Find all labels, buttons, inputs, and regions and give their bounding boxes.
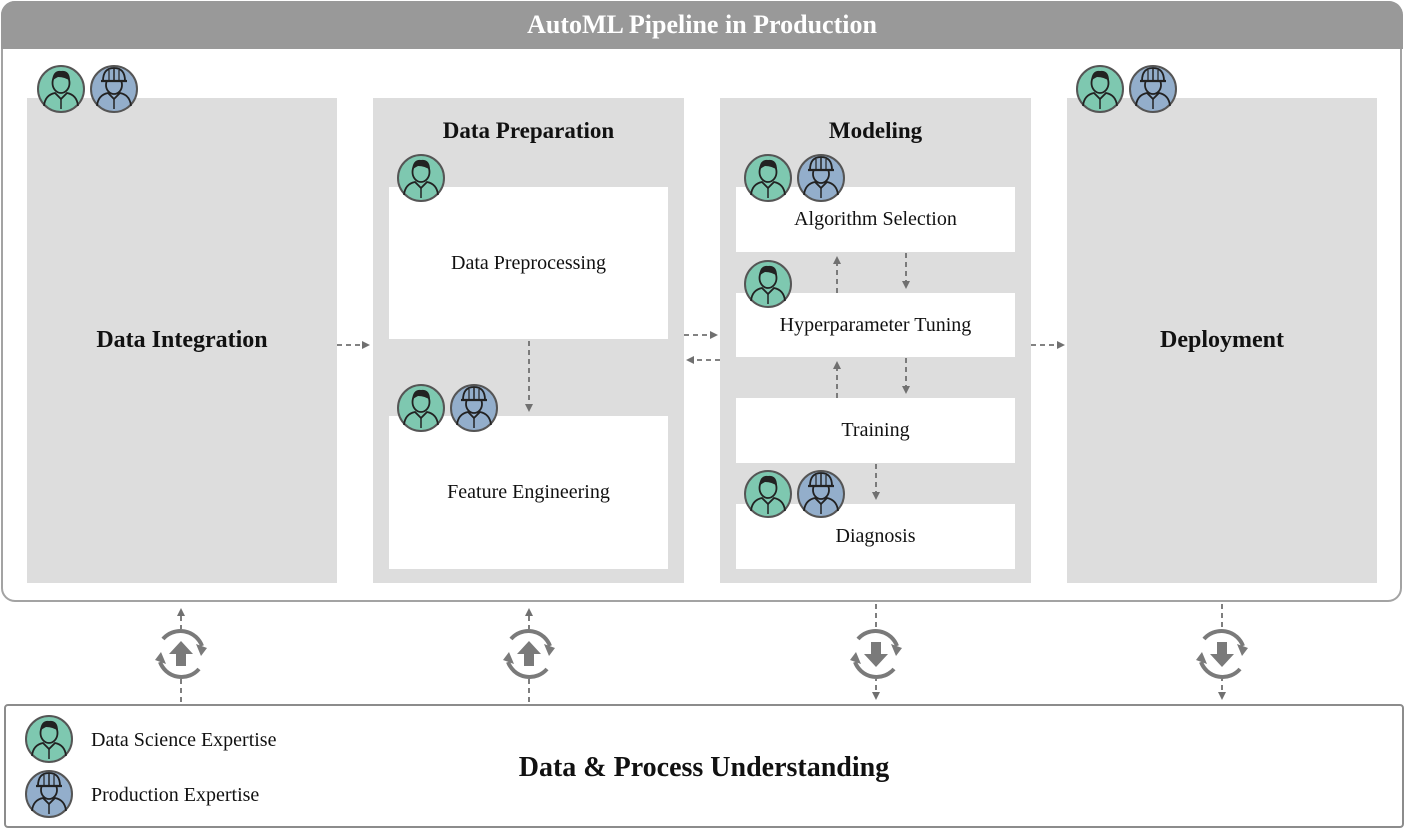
step-data-preprocessing: Data Preprocessing bbox=[389, 187, 668, 339]
production-expert-icon bbox=[449, 383, 499, 433]
legend-data-science-icon bbox=[25, 715, 73, 763]
data-science-expert-icon bbox=[397, 154, 445, 202]
data-science-expert-icon bbox=[397, 384, 445, 432]
cycle-down-icon bbox=[850, 629, 902, 679]
stage-data-integration: Data Integration bbox=[27, 98, 337, 583]
cycle-up-icon bbox=[155, 629, 207, 679]
data-science-expert-icon bbox=[1076, 65, 1124, 113]
stage-data-integration-label: Data Integration bbox=[96, 327, 268, 353]
data-science-expert-icon bbox=[744, 154, 792, 202]
step-hyperparameter-tuning: Hyperparameter Tuning bbox=[736, 293, 1015, 357]
stage-deployment-label: Deployment bbox=[1160, 327, 1284, 353]
legend-production-label: Production Expertise bbox=[91, 784, 260, 806]
production-expert-icon bbox=[1128, 64, 1178, 114]
data-process-understanding-box bbox=[4, 704, 1404, 828]
production-expert-icon bbox=[89, 64, 139, 114]
data-science-expert-icon bbox=[744, 260, 792, 308]
data-science-expert-icon bbox=[37, 65, 85, 113]
page-title: AutoML Pipeline in Production bbox=[1, 1, 1403, 49]
stage-data-preparation-title: Data Preparation bbox=[442, 118, 615, 143]
legend-production-icon bbox=[24, 769, 74, 819]
step-feature-engineering: Feature Engineering bbox=[389, 416, 668, 569]
step-algorithm-selection: Algorithm Selection bbox=[736, 187, 1015, 252]
production-expert-icon bbox=[796, 153, 846, 203]
step-training: Training bbox=[736, 398, 1015, 463]
cycle-down-icon bbox=[1196, 629, 1248, 679]
data-science-expert-icon bbox=[744, 470, 792, 518]
step-diagnosis: Diagnosis bbox=[736, 504, 1015, 569]
legend-data-science-label: Data Science Expertise bbox=[91, 729, 277, 751]
stage-modeling-title: Modeling bbox=[828, 118, 923, 143]
production-expert-icon bbox=[796, 469, 846, 519]
cycle-up-icon bbox=[503, 629, 555, 679]
data-process-understanding-title: Data & Process Understanding bbox=[518, 752, 890, 783]
stage-deployment: Deployment bbox=[1067, 98, 1377, 583]
